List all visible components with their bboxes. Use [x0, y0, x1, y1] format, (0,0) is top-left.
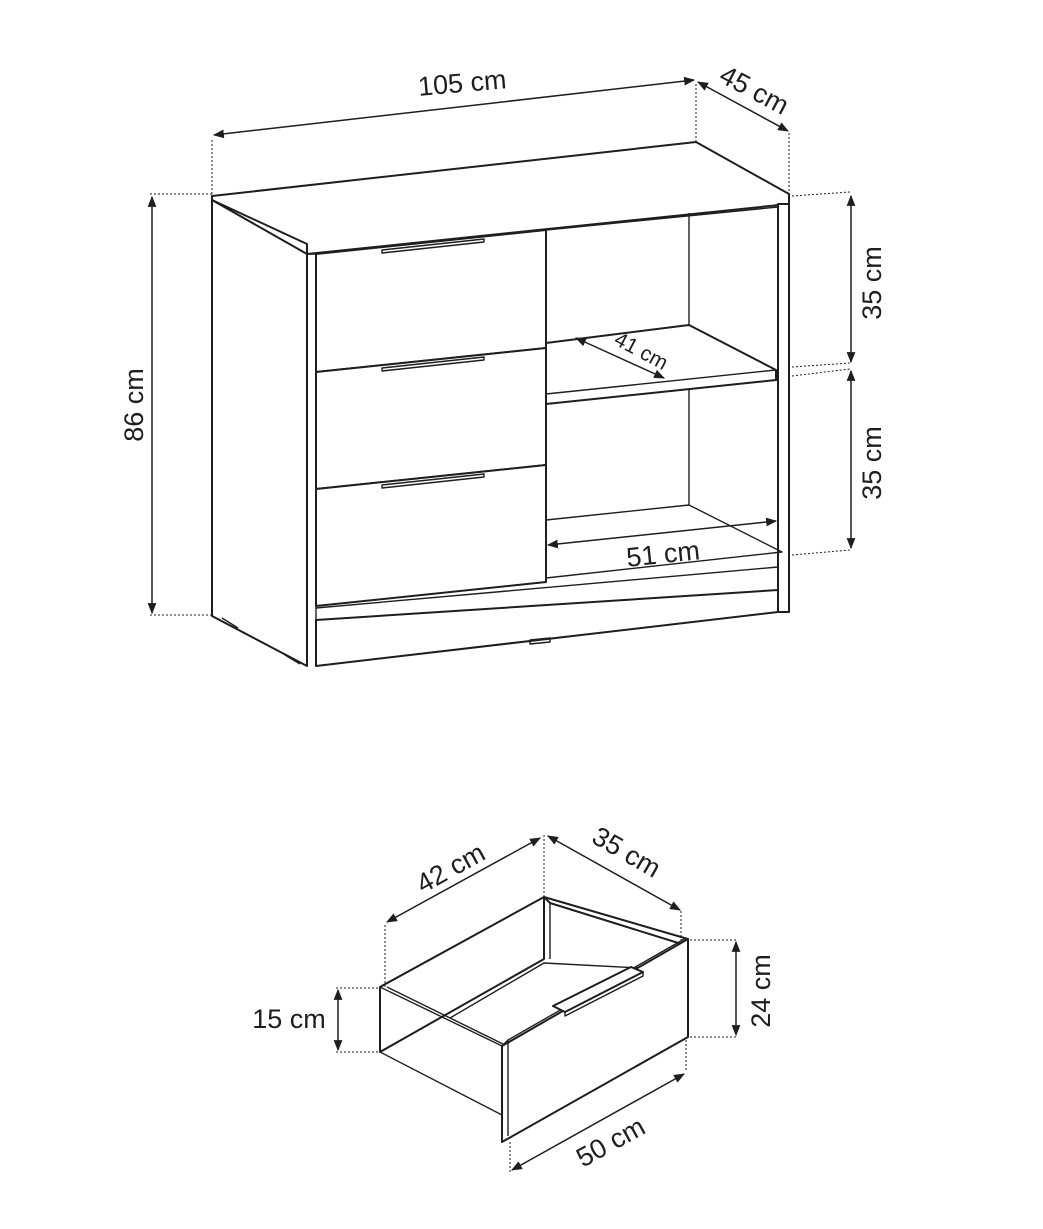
- drawer-front-height-label: 24 cm: [746, 954, 776, 1028]
- upper-shelf-height-label: 35 cm: [857, 246, 887, 320]
- dresser-plinth: [315, 589, 779, 667]
- dresser-right-side: [777, 203, 790, 613]
- shelf-width-dimension-line: [546, 517, 778, 549]
- shelf-depth-dimension-line: [574, 337, 666, 379]
- drawer-inner-width-line: [386, 837, 541, 923]
- dresser-drawing: [211, 141, 790, 667]
- drawer-front-panel: [501, 938, 689, 1143]
- dresser-dimensions: 105 cm 45 cm 86 cm 35 cm 35 cm 41 cm 51 …: [119, 60, 887, 616]
- shelf-width-label: 51 cm: [625, 535, 701, 573]
- drawer-inner-depth-label: 35 cm: [587, 821, 666, 884]
- drawer-inner-depth-line: [547, 835, 681, 911]
- drawer-front-width-label: 50 cm: [571, 1111, 650, 1173]
- dresser-handle-1: [381, 238, 485, 254]
- depth-label: 45 cm: [715, 60, 794, 121]
- lower-shelf-height-label: 35 cm: [857, 426, 887, 500]
- dresser-top: [211, 141, 790, 255]
- drawer-inner-width-label: 42 cm: [411, 837, 490, 899]
- width-label: 105 cm: [417, 64, 508, 102]
- dresser-left-side: [211, 199, 308, 667]
- dresser-handle-2: [381, 356, 485, 372]
- dresser-drawer-3: [315, 464, 547, 607]
- drawer-back-height-label: 15 cm: [252, 1004, 326, 1034]
- dresser-handle-3: [381, 473, 485, 489]
- height-label: 86 cm: [119, 368, 149, 442]
- drawer-back-panel: [379, 896, 545, 1053]
- width-dimension-line: [212, 76, 696, 139]
- depth-dimension-line: [697, 81, 789, 132]
- drawer-drawing: [379, 896, 689, 1143]
- drawer-right-side: [543, 896, 689, 947]
- drawer-front-width-line: [511, 1073, 685, 1171]
